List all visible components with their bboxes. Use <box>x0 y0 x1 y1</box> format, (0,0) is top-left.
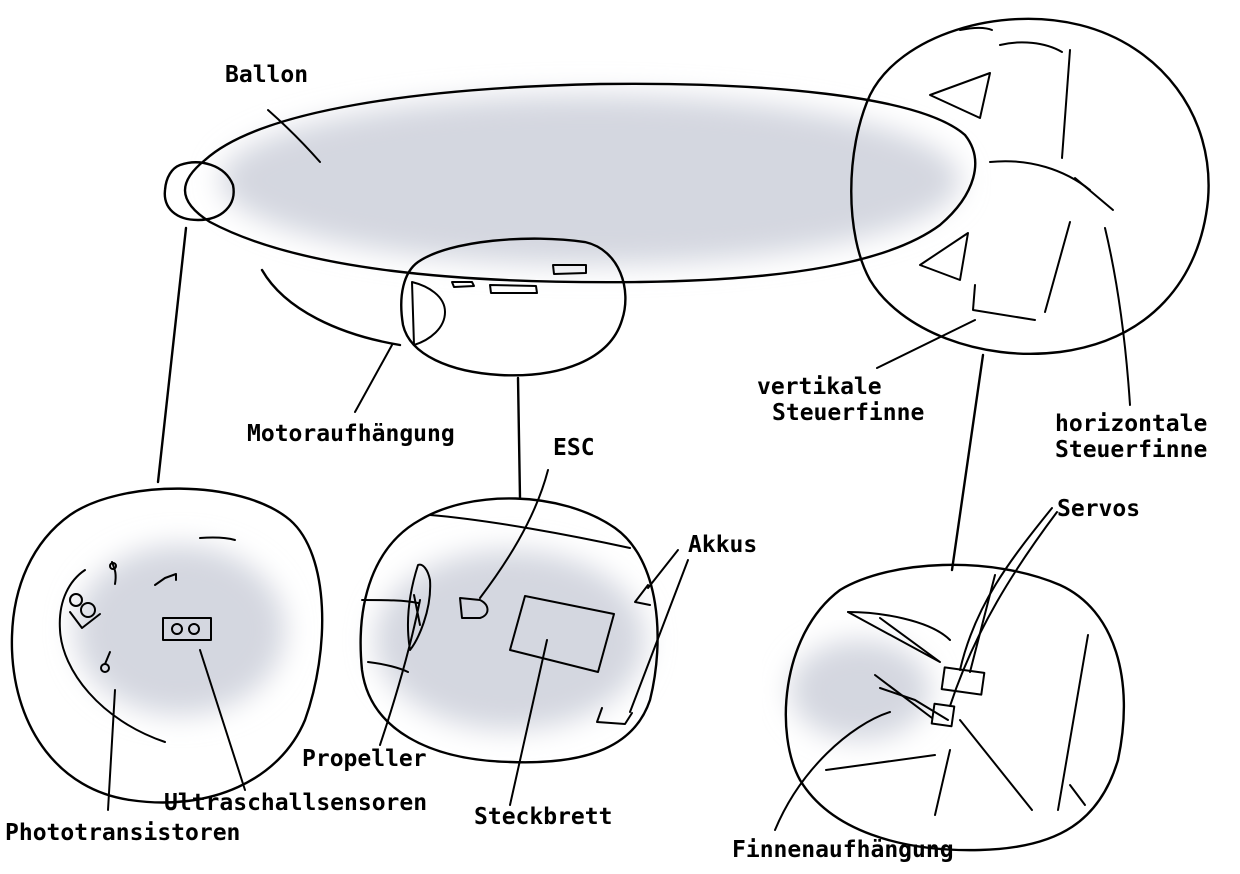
balloon <box>163 82 977 347</box>
leader-lines <box>107 109 1131 831</box>
servo-1 <box>940 666 986 696</box>
phototransistor-3-head <box>109 562 117 570</box>
label-akkus: Akkus <box>688 532 757 558</box>
breadboard <box>509 595 615 673</box>
ultrasonic-sensor-eye-2 <box>188 623 200 635</box>
fin-mount-line-right-2 <box>1069 784 1086 806</box>
phototransistor-2 <box>80 602 96 618</box>
fin-mount-line-right <box>1057 634 1089 811</box>
fin-mount-detail <box>784 563 1125 852</box>
motor-icon <box>411 281 446 346</box>
sensor-bubble-shading <box>75 545 285 715</box>
leader-akkus-2 <box>629 559 689 713</box>
phototransistor-1 <box>69 593 83 607</box>
fin-mount-line-down-2 <box>959 719 1033 811</box>
motor-mount-slot-1 <box>451 281 475 288</box>
leader-servos-2 <box>949 511 1058 707</box>
tail-line-mid <box>989 160 1091 191</box>
sensor-inner-arc <box>58 569 166 743</box>
label-vertikale-line1: vertikale <box>757 374 882 400</box>
tail-detail <box>850 17 1210 572</box>
leader-ballon <box>267 109 321 163</box>
tail-line-lower <box>972 284 1036 321</box>
fin-mount-line-horizontal <box>825 754 936 771</box>
tail-fin-lower-triangle <box>919 232 969 281</box>
leader-motoraufhaengung <box>354 344 393 413</box>
phototransistor-4-lead <box>104 651 111 665</box>
leader-propeller <box>379 599 421 746</box>
motor-to-gondola-connector <box>516 376 522 500</box>
tail-line-vertical-1 <box>1061 49 1071 159</box>
battery-2 <box>596 707 633 725</box>
labels: Ballon Motoraufhängung vertikale Steuerf… <box>5 62 1207 863</box>
tail-line-top <box>999 41 1063 53</box>
leader-phototransistoren <box>107 689 116 811</box>
leader-servos-1 <box>959 507 1053 671</box>
fin-mount-line-down-1 <box>934 749 951 816</box>
propeller-disc <box>407 563 432 651</box>
label-horizontale-line2: Steuerfinne <box>1055 437 1207 463</box>
gondola-bottom-line <box>260 268 402 347</box>
label-esc: ESC <box>553 435 595 461</box>
balloon-outline <box>183 82 977 284</box>
phototransistor-bracket <box>69 611 101 629</box>
gondola-band-top <box>429 514 631 549</box>
label-phototransistoren: Phototransistoren <box>5 820 240 846</box>
gondola-detail <box>359 497 659 764</box>
tail-bubble <box>850 17 1210 356</box>
leader-steckbrett <box>509 639 548 806</box>
motor-mount-bubble <box>400 237 627 377</box>
leader-vertikale <box>876 319 976 369</box>
label-ballon: Ballon <box>225 62 308 88</box>
gondola-band-left-2 <box>367 661 409 673</box>
motor-mount-slot-2 <box>489 284 538 294</box>
esc-component <box>459 597 489 619</box>
leader-finnenaufhaengung <box>774 711 891 831</box>
fin-mount-shading <box>790 640 930 740</box>
fin-mount-line-vertical <box>969 574 996 673</box>
motor-mount-detail <box>400 237 627 500</box>
gondola-bubble-shading <box>375 550 645 730</box>
sensor-wire-mark <box>154 573 177 586</box>
label-propeller: Propeller <box>302 746 427 772</box>
tail-fin-upper-triangle <box>929 72 991 119</box>
label-horizontale-line1: horizontale <box>1055 411 1207 437</box>
leader-esc <box>479 469 549 599</box>
nose-cap <box>163 161 235 222</box>
motor-mount-slot-3 <box>552 264 587 275</box>
label-servos: Servos <box>1057 496 1140 522</box>
fin-mount-bubble <box>784 563 1125 852</box>
fin-mount-blade-line-1 <box>847 611 951 641</box>
fin-mount-blade-lower-left-2 <box>879 687 949 721</box>
balloon-shading <box>220 95 960 265</box>
label-vertikale-line2: Steuerfinne <box>772 400 924 426</box>
sensor-detail <box>10 226 324 804</box>
ultrasonic-sensor <box>162 617 212 641</box>
leader-horizontale <box>1104 227 1131 406</box>
servo-2 <box>930 702 956 728</box>
sensor-inner-arc-top <box>199 536 236 541</box>
sensor-bubble <box>10 487 324 804</box>
leader-ultraschallsensoren <box>199 649 246 791</box>
fin-mount-blade-upper <box>847 611 941 663</box>
tail-line-upper-left <box>959 26 993 31</box>
nose-to-sensor-connector <box>156 226 188 484</box>
label-steckbrett: Steckbrett <box>474 804 612 830</box>
battery-1 <box>634 584 651 606</box>
label-finnenaufhaengung: Finnenaufhängung <box>732 837 954 863</box>
gondola-bubble <box>359 497 659 764</box>
leader-akkus-1 <box>647 549 679 589</box>
tail-line-horizontal-fin <box>1074 177 1114 211</box>
tail-line-vertical-2 <box>1044 221 1071 313</box>
label-ultraschallsensoren: Ultraschallsensoren <box>164 790 427 816</box>
ultrasonic-sensor-eye-1 <box>171 623 183 635</box>
label-motoraufhaengung: Motoraufhängung <box>247 421 455 447</box>
tail-to-fin-mount-connector <box>950 353 985 572</box>
